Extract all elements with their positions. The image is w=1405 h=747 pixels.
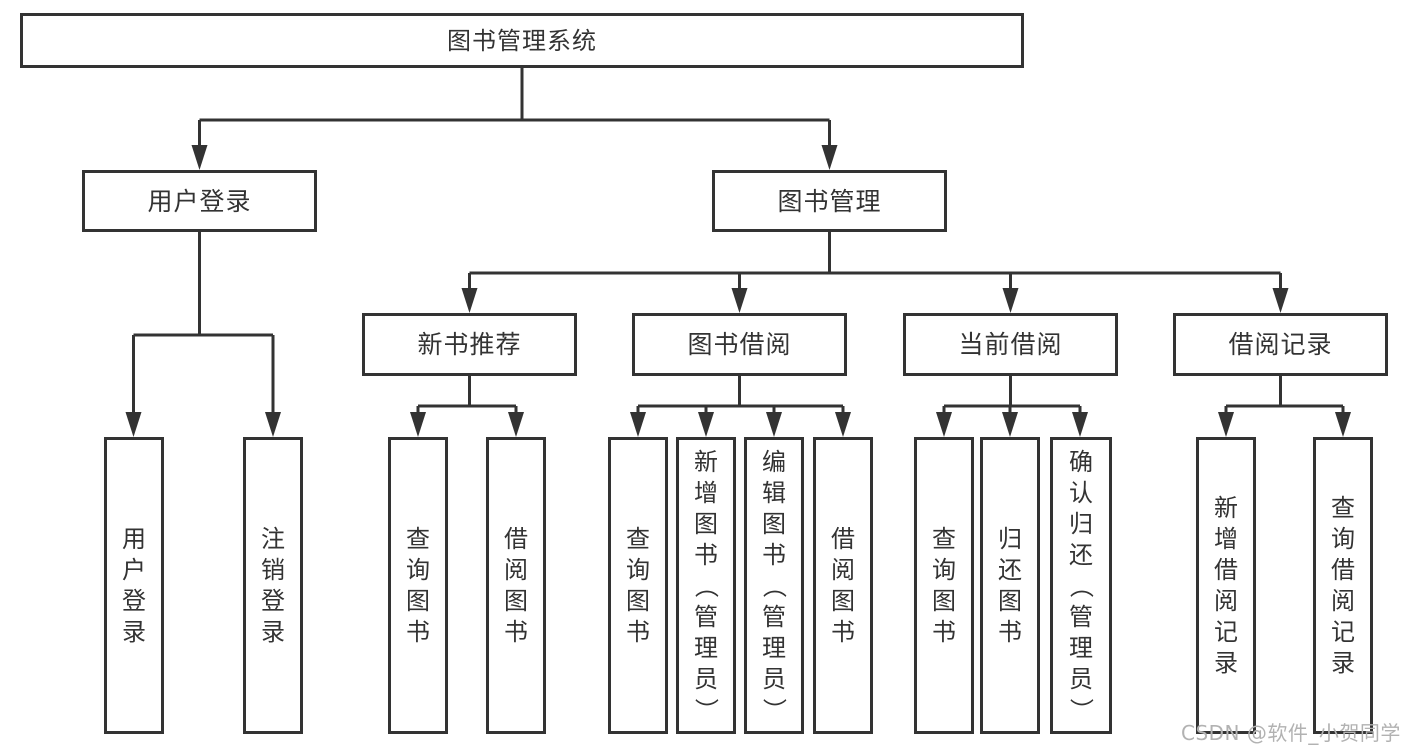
- node-label: 用户登录: [147, 186, 252, 216]
- leaf-borrow-books: 借阅图书: [813, 437, 873, 734]
- leaf-user-login: 用户登录: [104, 437, 164, 734]
- leaf-label: 用户登录: [122, 525, 146, 646]
- leaf-borrow-books-recommend: 借阅图书: [486, 437, 546, 734]
- node-label: 当前借阅: [958, 330, 1063, 359]
- node-user-login: 用户登录: [82, 170, 317, 232]
- node-label: 图书管理: [777, 186, 882, 216]
- leaf-query-books-current: 查询图书: [914, 437, 974, 734]
- leaf-label: 新增借阅记录: [1214, 494, 1238, 677]
- leaf-label: 确认归还（管理员）: [1067, 447, 1095, 722]
- node-borrow-records: 借阅记录: [1173, 313, 1388, 376]
- leaf-query-books-borrow: 查询图书: [608, 437, 668, 734]
- leaf-logout: 注销登录: [243, 437, 303, 734]
- leaf-query-borrow-record: 查询借阅记录: [1313, 437, 1373, 734]
- edge-book-management-to-level3: [468, 232, 1282, 301]
- leaf-label: 归还图书: [998, 525, 1022, 646]
- node-current-borrow: 当前借阅: [903, 313, 1118, 376]
- leaf-confirm-return-admin: 确认归还（管理员）: [1050, 437, 1112, 734]
- leaf-label: 借阅图书: [831, 525, 855, 646]
- leaf-query-books-recommend: 查询图书: [388, 437, 448, 734]
- watermark: CSDN @软件_小贺同学: [1181, 721, 1401, 745]
- node-label: 图书管理系统: [447, 26, 597, 55]
- leaf-return-books: 归还图书: [980, 437, 1040, 734]
- leaf-label: 查询图书: [406, 525, 430, 646]
- node-book-borrow: 图书借阅: [632, 313, 847, 376]
- leaf-add-books-admin: 新增图书（管理员）: [676, 437, 736, 734]
- edge-current-borrow-to-leaves: [942, 376, 1082, 427]
- leaf-label: 借阅图书: [504, 525, 528, 646]
- node-label: 借阅记录: [1228, 330, 1333, 359]
- leaf-edit-books-admin: 编辑图书（管理员）: [744, 437, 804, 734]
- edge-root-to-level2: [198, 68, 831, 158]
- edge-user-login-to-leaves: [132, 232, 275, 427]
- node-new-book-recommend: 新书推荐: [362, 313, 577, 376]
- leaf-add-borrow-record: 新增借阅记录: [1196, 437, 1256, 734]
- edge-borrow-records-to-leaves: [1224, 376, 1345, 427]
- edge-new-book-recommend-to-leaves: [416, 376, 518, 427]
- leaf-label: 查询图书: [932, 525, 956, 646]
- node-label: 新书推荐: [417, 330, 522, 359]
- node-library-management-system: 图书管理系统: [20, 13, 1024, 68]
- node-label: 图书借阅: [687, 330, 792, 359]
- node-book-management: 图书管理: [712, 170, 947, 232]
- leaf-label: 新增图书（管理员）: [692, 447, 720, 722]
- leaf-label: 查询借阅记录: [1331, 494, 1355, 677]
- leaf-label: 查询图书: [626, 525, 650, 646]
- leaf-label: 注销登录: [261, 525, 285, 646]
- edge-book-borrow-to-leaves: [636, 376, 845, 427]
- leaf-label: 编辑图书（管理员）: [760, 447, 788, 722]
